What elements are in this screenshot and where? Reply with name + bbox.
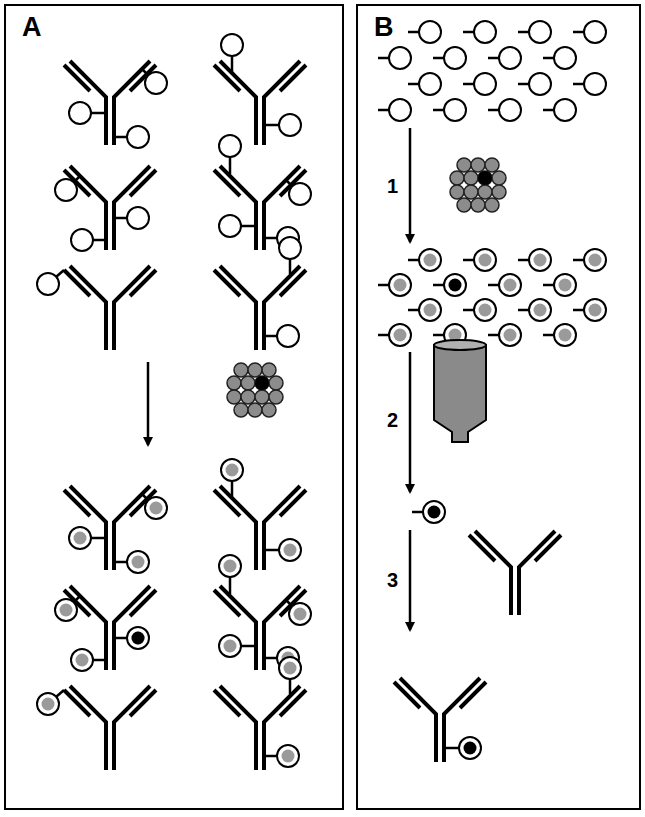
bound-peptide-rows bbox=[378, 249, 606, 346]
arrow bbox=[409, 128, 412, 242]
arrow bbox=[147, 362, 150, 445]
antibody-with-peptide bbox=[394, 678, 486, 762]
step-number: 1 bbox=[386, 176, 399, 196]
panel-frame: B bbox=[356, 4, 641, 810]
column bbox=[434, 340, 486, 442]
cell-cluster bbox=[227, 363, 283, 417]
peptide-rows bbox=[378, 21, 606, 121]
panel-frame: A bbox=[4, 4, 344, 810]
step-number: 2 bbox=[386, 410, 399, 430]
step-number: 3 bbox=[386, 570, 399, 590]
antibody-group-top bbox=[37, 34, 311, 350]
panel-letter: A bbox=[22, 14, 42, 41]
antibody bbox=[469, 531, 561, 615]
cell-cluster bbox=[450, 158, 506, 212]
panel-letter: B bbox=[374, 14, 394, 41]
arrow bbox=[409, 530, 412, 630]
selected-peptide bbox=[412, 501, 445, 523]
arrow bbox=[409, 352, 412, 492]
antibody-group-bottom bbox=[37, 459, 311, 770]
